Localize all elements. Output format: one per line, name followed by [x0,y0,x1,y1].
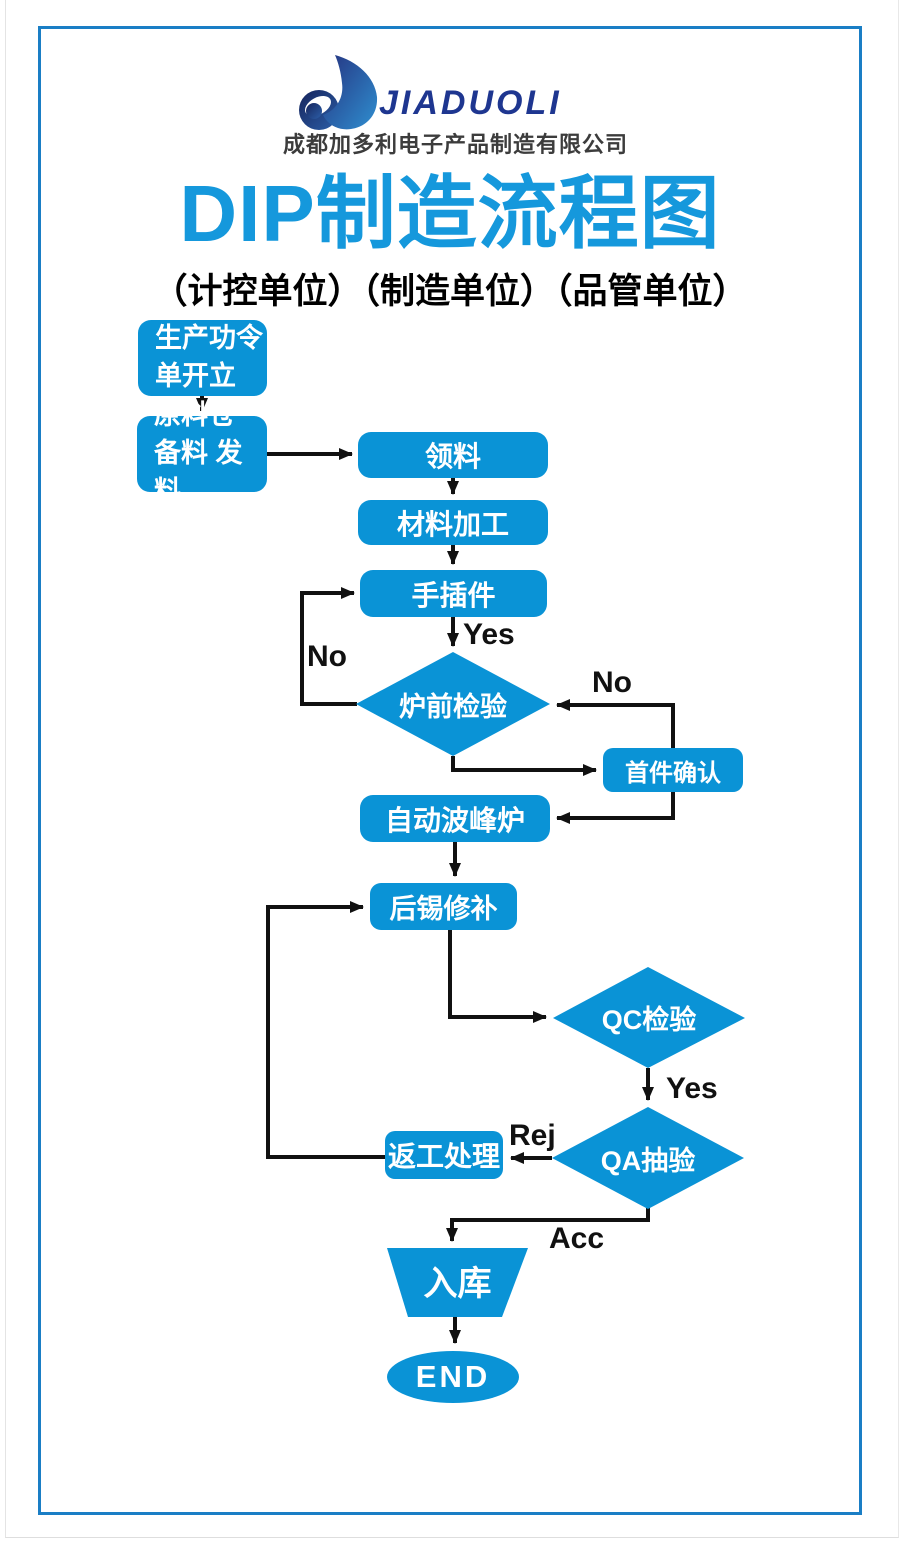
edge-label-yes-qa: Yes [666,1072,718,1105]
node-material-prep-line1: 原料仓 [154,400,235,431]
page-title: DIP制造流程图 [179,169,721,258]
node-production-order-line1: 生产功令 [155,323,263,354]
node-first-article-confirm: 首件确认 [603,748,743,792]
company-logo-icon [299,55,378,130]
warehouse-trapezoid [387,1248,528,1317]
edge-label-no-hand-insert: No [307,640,347,673]
edge-label-no-pre-furnace: No [592,666,632,699]
node-rework: 返工处理 [385,1131,503,1179]
node-hand-insert: 手插件 [360,570,547,617]
node-production-order: 生产功令 单开立 [138,320,267,396]
edge-inspection-no-back-to-hand-insert [300,587,357,706]
border-frame [38,26,862,1515]
edge-label-acc: Acc [549,1222,605,1255]
node-pick-material: 领料 [358,432,548,478]
logo-sphere-core [306,103,322,119]
edge-label-yes-pre-furnace: Yes [463,618,515,651]
edge-label-rej: Rej [509,1119,556,1152]
node-material-prep: 原料仓 备料 发料 [137,400,267,506]
qa-sampling-diamond [552,1107,744,1209]
brand-wordmark: JIADUOLI [379,84,562,122]
edge-rework-back-to-touch-up [266,901,385,1159]
node-wave-solder: 自动波峰炉 [360,795,550,842]
edge-qa-to-warehouse-acc [446,1208,650,1242]
node-material-processing: 材料加工 [358,500,548,545]
logo-petal [323,55,378,130]
edge-touch-up-to-qc [448,930,547,1023]
node-solder-touch-up: 后锡修补 [370,883,517,930]
end-terminator-ellipse [387,1351,519,1403]
node-production-order-line2: 单开立 [155,361,236,391]
company-name: 成都加多利电子产品制造有限公司 [283,132,629,157]
node-material-prep-line2: 备料 发料 [154,438,243,506]
qc-inspection-diamond [553,967,745,1068]
edge-first-article-no-back-to-inspection [556,699,675,748]
pre-furnace-inspection-diamond [356,652,550,756]
page-subtitle: （计控单位）（制造单位）（品管单位） [152,272,748,311]
edge-first-article-to-wave-solder [556,792,675,824]
edge-inspection-to-first-article [451,756,597,776]
